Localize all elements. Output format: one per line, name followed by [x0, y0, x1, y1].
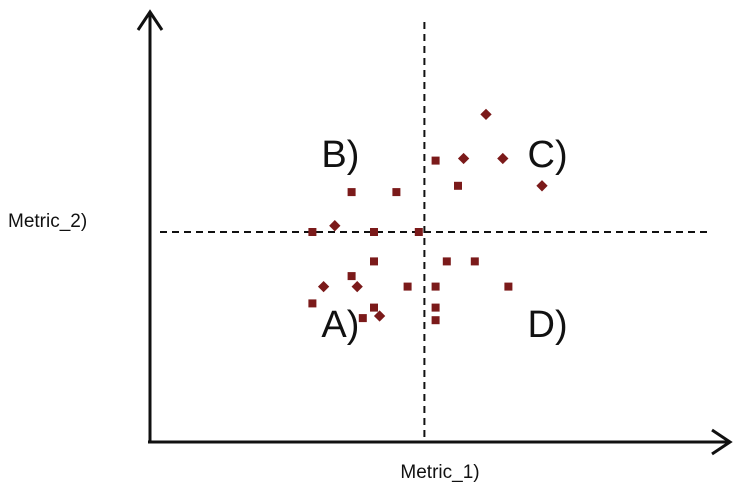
data-point	[480, 108, 492, 121]
data-point	[431, 316, 440, 325]
x-axis-label: Metric_1)	[400, 462, 479, 483]
quadrant-labels: B) C) A) D)	[321, 134, 567, 346]
data-point	[457, 152, 470, 165]
data-point	[497, 152, 509, 165]
data-point	[317, 280, 330, 293]
data-point	[370, 303, 378, 312]
data-point	[414, 228, 423, 236]
data-point	[370, 228, 378, 236]
data-point	[308, 299, 317, 308]
quadrant-label: A)	[321, 304, 359, 346]
data-point	[370, 257, 378, 266]
quadrant-label: D)	[528, 304, 568, 346]
y-axis-label: Metric_2)	[8, 211, 87, 232]
data-point	[431, 156, 440, 165]
data-point	[504, 282, 513, 291]
quadrant-label: C)	[528, 134, 568, 176]
x-axis-arrow	[711, 428, 733, 456]
data-point	[329, 220, 341, 232]
data-point	[351, 280, 363, 293]
data-point	[536, 180, 548, 192]
quadrant-label: B)	[321, 134, 359, 176]
data-points	[308, 108, 548, 325]
data-point	[470, 257, 479, 266]
data-point	[358, 314, 367, 323]
data-point	[431, 282, 440, 291]
data-point	[403, 282, 412, 291]
data-point	[392, 188, 401, 197]
y-axis-arrow	[136, 9, 164, 31]
data-point	[308, 228, 317, 236]
data-point	[454, 181, 462, 190]
data-point	[442, 257, 451, 266]
data-point	[347, 272, 356, 281]
data-point	[347, 188, 356, 197]
data-point	[431, 303, 440, 312]
data-point	[373, 310, 386, 322]
